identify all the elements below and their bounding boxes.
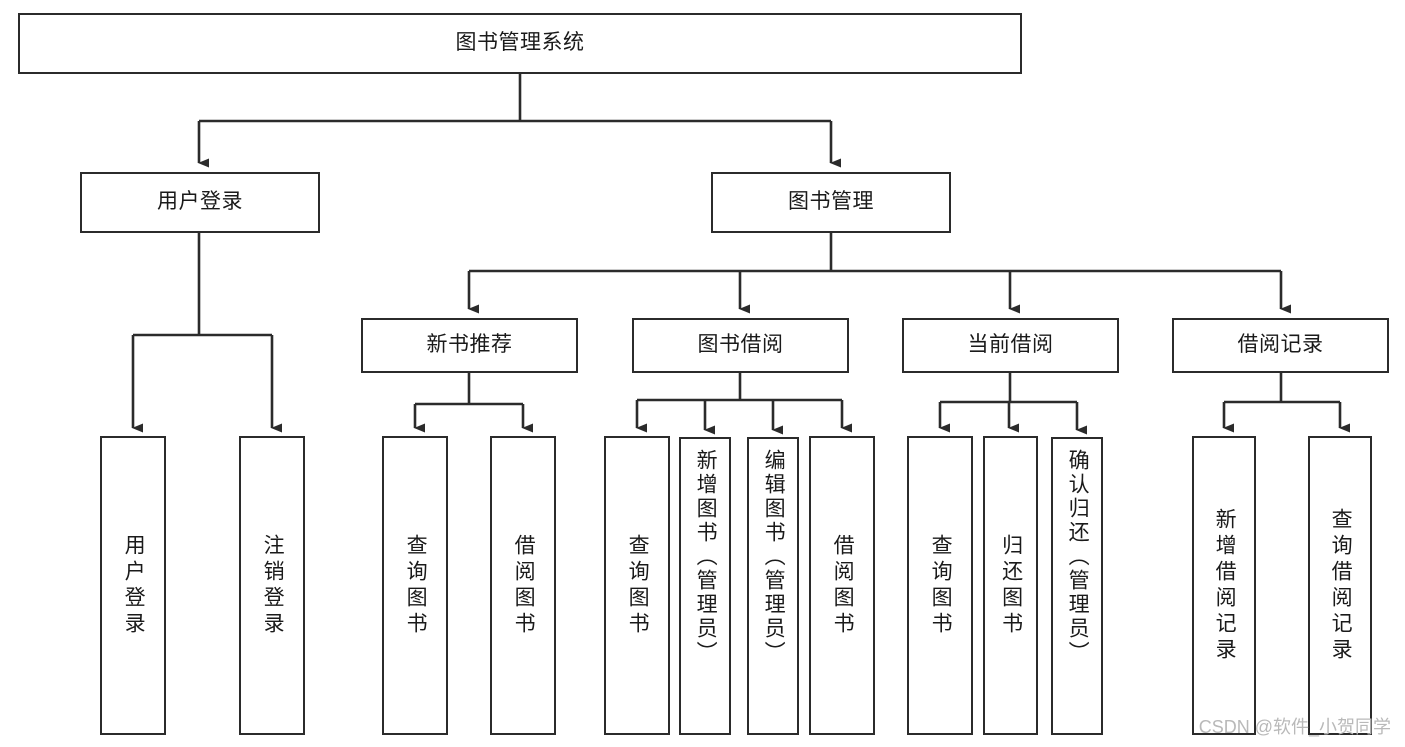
node-current-borrow[interactable]: 当前借阅 [902, 318, 1119, 373]
node-leaf-confirm-return[interactable]: 确认归还（管理员） [1051, 437, 1103, 735]
node-leaf-query-record-label: 查询借阅记录 [1329, 507, 1353, 664]
node-current-borrow-label: 当前借阅 [967, 333, 1054, 357]
node-leaf-borrow-book-2[interactable]: 借阅图书 [809, 436, 875, 735]
node-new-book-recommend-label: 新书推荐 [426, 333, 513, 357]
node-leaf-query-book-2-label: 查询图书 [626, 533, 650, 638]
node-user-login[interactable]: 用户登录 [80, 172, 320, 233]
node-user-login-label: 用户登录 [157, 190, 243, 214]
csdn-watermark: CSDN @软件_小贺同学 [1198, 717, 1391, 737]
node-leaf-logout[interactable]: 注销登录 [239, 436, 305, 735]
node-new-book-recommend[interactable]: 新书推荐 [361, 318, 578, 373]
node-book-manage-label: 图书管理 [788, 190, 874, 214]
node-leaf-borrow-book-1-label: 借阅图书 [512, 533, 536, 638]
node-leaf-borrow-book-1[interactable]: 借阅图书 [490, 436, 556, 735]
node-leaf-edit-book-label: 编辑图书（管理员） [762, 449, 786, 665]
node-leaf-add-record[interactable]: 新增借阅记录 [1192, 436, 1256, 735]
node-leaf-borrow-book-2-label: 借阅图书 [831, 533, 855, 638]
node-root-label: 图书管理系统 [455, 31, 585, 55]
node-borrow-record[interactable]: 借阅记录 [1172, 318, 1389, 373]
node-book-manage[interactable]: 图书管理 [711, 172, 951, 233]
node-leaf-query-book-2[interactable]: 查询图书 [604, 436, 670, 735]
node-book-borrow[interactable]: 图书借阅 [632, 318, 849, 373]
node-leaf-query-book-1[interactable]: 查询图书 [382, 436, 448, 735]
node-leaf-add-book-label: 新增图书（管理员） [694, 449, 718, 665]
node-book-borrow-label: 图书借阅 [697, 333, 784, 357]
node-leaf-logout-label: 注销登录 [261, 533, 285, 638]
node-leaf-return-book-label: 归还图书 [999, 533, 1023, 638]
node-leaf-return-book[interactable]: 归还图书 [983, 436, 1038, 735]
node-borrow-record-label: 借阅记录 [1237, 333, 1324, 357]
node-leaf-confirm-return-label: 确认归还（管理员） [1066, 449, 1090, 665]
node-leaf-query-book-3[interactable]: 查询图书 [907, 436, 973, 735]
node-leaf-add-record-label: 新增借阅记录 [1213, 507, 1237, 664]
node-leaf-query-record[interactable]: 查询借阅记录 [1308, 436, 1372, 735]
node-leaf-edit-book[interactable]: 编辑图书（管理员） [747, 437, 799, 735]
node-leaf-add-book[interactable]: 新增图书（管理员） [679, 437, 731, 735]
node-leaf-query-book-3-label: 查询图书 [929, 533, 953, 638]
node-leaf-query-book-1-label: 查询图书 [404, 533, 428, 638]
node-leaf-user-login-label: 用户登录 [122, 533, 146, 638]
node-leaf-user-login[interactable]: 用户登录 [100, 436, 166, 735]
node-root[interactable]: 图书管理系统 [18, 13, 1022, 74]
